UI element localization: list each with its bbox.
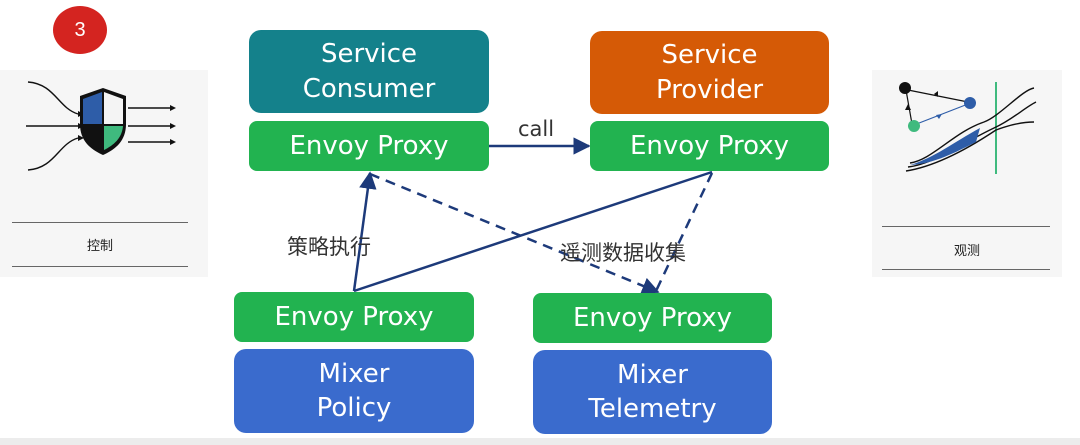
telemetry-label: 遥测数据收集	[560, 241, 686, 265]
envoy-proxy-telemetry-label: Envoy Proxy	[572, 302, 733, 333]
envoy-proxy-consumer-label: Envoy Proxy	[289, 130, 449, 161]
envoy-proxy-telemetry-node: Envoy Proxy	[533, 293, 772, 343]
call-label: call	[518, 117, 555, 141]
service-provider-node: Service Provider	[590, 31, 829, 114]
service-consumer-label: Service Consumer	[302, 39, 436, 104]
observability-graph-icon	[899, 82, 1037, 174]
envoy-proxy-consumer-node: Envoy Proxy	[249, 121, 489, 171]
mixer-telemetry-label: Mixer Telemetry	[588, 359, 717, 424]
policy-arrow-provider	[353, 170, 713, 293]
telemetry-arrow-provider	[654, 172, 714, 292]
step-number: 3	[74, 18, 86, 41]
telemetry-arrow-consumer	[369, 172, 660, 295]
envoy-proxy-policy-node: Envoy Proxy	[234, 292, 474, 342]
observe-rule-bottom	[882, 269, 1050, 270]
observe-panel: 观测	[872, 70, 1062, 277]
service-consumer-node: Service Consumer	[249, 30, 489, 113]
observe-caption: 观测	[953, 244, 980, 259]
envoy-proxy-provider-node: Envoy Proxy	[590, 121, 829, 171]
mixer-telemetry-node: Mixer Telemetry	[533, 350, 772, 434]
mixer-policy-label: Mixer Policy	[316, 358, 392, 423]
policy-label: 策略执行	[287, 235, 371, 259]
policy-arrow-up	[352, 171, 377, 292]
observe-rule-top	[882, 226, 1050, 227]
control-rule-top	[12, 222, 188, 223]
envoy-proxy-policy-label: Envoy Proxy	[274, 301, 434, 332]
control-panel: 控制	[0, 70, 208, 277]
control-caption: 控制	[86, 239, 113, 254]
bottom-strip	[0, 438, 1080, 445]
service-provider-label: Service Provider	[655, 40, 764, 105]
mixer-policy-node: Mixer Policy	[234, 349, 474, 433]
envoy-proxy-provider-label: Envoy Proxy	[629, 130, 790, 161]
shield-routing-icon	[26, 81, 176, 171]
control-rule-bottom	[12, 266, 188, 267]
step-badge: 3	[53, 6, 107, 54]
